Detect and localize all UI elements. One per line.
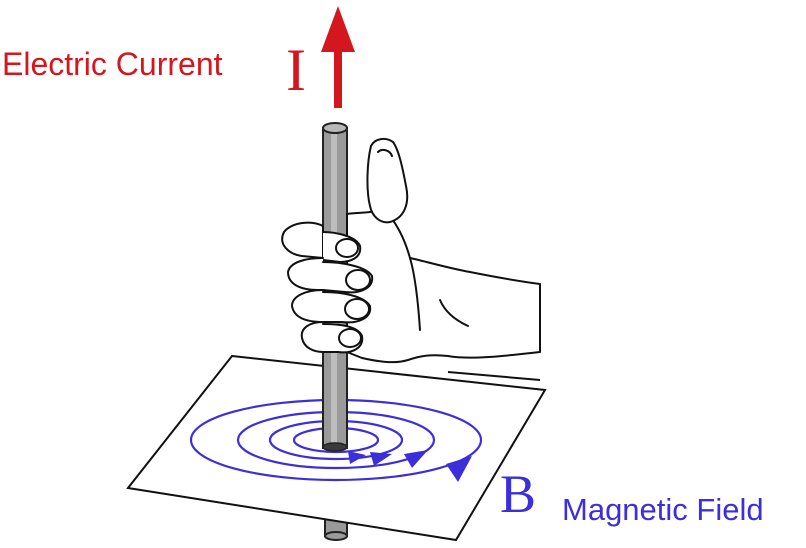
current-label: Electric Current [2, 46, 223, 82]
arrowhead-icon [348, 451, 366, 464]
hand-finger-little [300, 321, 324, 353]
arrowhead-icon [446, 456, 472, 482]
current-direction-arrow [321, 6, 355, 108]
field-label: Magnetic Field [562, 492, 764, 527]
hand-palm [346, 207, 541, 364]
current-symbol: I [286, 37, 306, 103]
field-symbol: B [500, 464, 536, 524]
hand-finger-index [281, 221, 324, 259]
hand-finger-ring [291, 289, 324, 323]
paper-edge-detail [447, 371, 541, 381]
right-hand-icon [281, 137, 541, 364]
field-direction-arrows [348, 450, 472, 482]
arrow-up-icon [334, 40, 342, 108]
arrowhead-icon [404, 450, 428, 468]
hand-thumb [366, 137, 409, 224]
wire-top-cap [322, 122, 348, 134]
arrowhead-icon [370, 452, 392, 466]
hand-finger-middle [287, 257, 324, 291]
